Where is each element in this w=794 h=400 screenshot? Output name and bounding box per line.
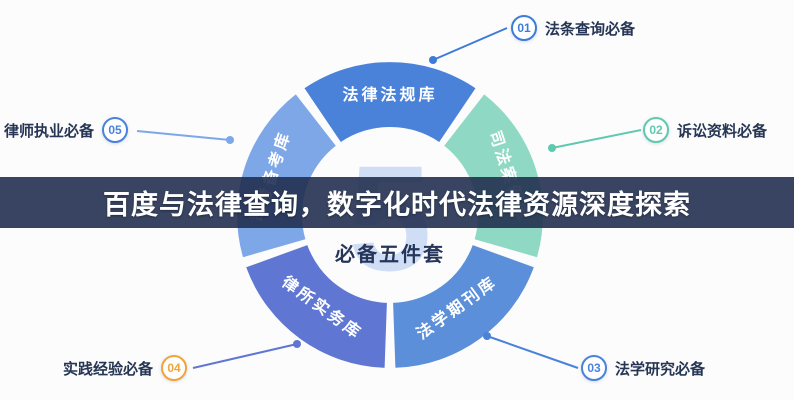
connector-line-01: [432, 27, 508, 61]
callout-label-04: 实践经验必备: [63, 360, 154, 378]
wheel-segment-practice: [246, 245, 387, 368]
wheel-segment-journals: [393, 245, 534, 368]
callout-badge-04: 04: [161, 355, 188, 381]
connector-line-03: [486, 335, 579, 369]
callout-label-03: 法学研究必备: [615, 360, 706, 378]
callout-badge-01: 01: [511, 15, 537, 41]
callout-badge-03: 03: [581, 355, 607, 381]
connector-dot-01: [429, 56, 437, 64]
callout-05: 律师执业必备 05: [4, 117, 129, 143]
callout-03: 03 法学研究必备: [581, 355, 705, 381]
callout-04: 实践经验必备 04: [63, 355, 188, 381]
wheel-segment-laws: [304, 62, 476, 142]
center-label: 必备五件套: [334, 242, 445, 266]
connector-dot-02: [548, 144, 556, 152]
connector-dot-05: [226, 136, 234, 144]
callout-badge-05: 05: [102, 117, 129, 143]
connector-line-05: [136, 130, 231, 141]
callout-01: 01 法条查询必备: [511, 15, 635, 41]
wheel-segment-cases: [444, 94, 543, 258]
callout-badge-02: 02: [643, 117, 669, 143]
connector-line-02: [551, 129, 642, 149]
callout-label-02: 诉讼资料必备: [677, 122, 768, 140]
connector-line-04: [192, 343, 298, 369]
connector-dot-04: [293, 340, 301, 348]
callout-02: 02 诉讼资料必备: [643, 117, 767, 143]
segment-label-laws: 法律法规库: [342, 85, 437, 104]
callout-label-01: 法条查询必备: [545, 20, 636, 38]
callout-label-05: 律师执业必备: [4, 122, 95, 140]
wheel-segment-exam: [237, 94, 336, 258]
title-banner: 百度与法律查询，数字化时代法律资源深度探索: [0, 177, 794, 228]
connector-dot-03: [483, 332, 491, 340]
page-title: 百度与法律查询，数字化时代法律资源深度探索: [103, 190, 691, 220]
